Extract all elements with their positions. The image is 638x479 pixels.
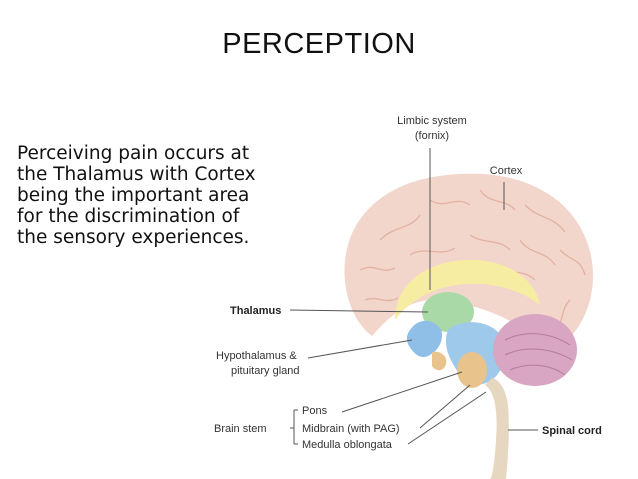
body-line-4: for the discrimination of [17,206,240,227]
body-line-5: the sensory experiences. [17,227,250,248]
slide-body-text: Perceiving pain occurs at the Thalamus w… [17,143,292,248]
thalamus-region [422,292,474,332]
label-brain-stem: Brain stem [214,423,267,435]
body-line-1: Perceiving pain occurs at [17,143,250,164]
leader-lines [289,148,538,445]
label-hypothalamus-line1: Hypothalamus & [216,350,297,362]
label-cortex: Cortex [490,165,523,177]
pons-region [457,352,487,388]
label-spinal-cord: Spinal cord [542,425,602,437]
label-limbic-line1: Limbic system [397,115,467,127]
slide-title: PERCEPTION [222,28,416,60]
cerebellum-folds [504,333,573,376]
cerebellum-region [493,314,577,386]
label-midbrain: Midbrain (with PAG) [302,423,400,435]
label-limbic-line2: (fornix) [415,130,449,142]
body-line-3: being the important area [17,185,250,206]
body-line-2: the Thalamus with Cortex [17,164,256,185]
label-thalamus: Thalamus [230,305,281,317]
label-pons: Pons [302,405,328,417]
label-medulla: Medulla oblongata [302,439,393,451]
pituitary-region [432,351,447,371]
limbic-region [395,259,540,320]
spinal-cord-region [485,378,509,479]
hypothalamus-region [406,320,443,358]
label-hypothalamus-line2: pituitary gland [231,365,300,377]
